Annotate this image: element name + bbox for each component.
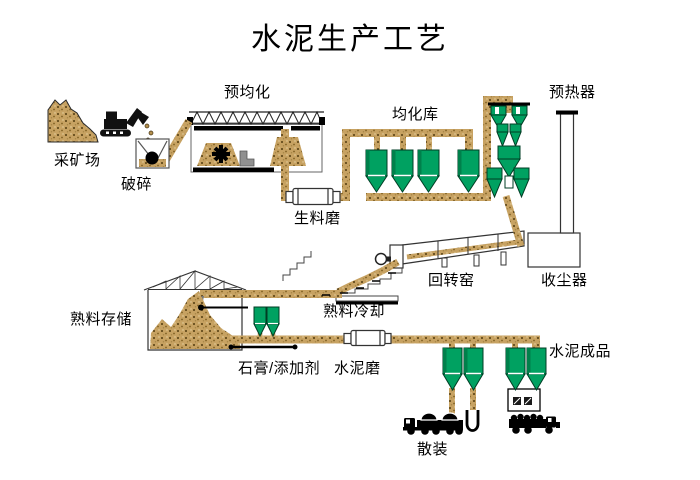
quarry-mound: [47, 99, 99, 143]
gypsum-additive-hoppers: [253, 306, 280, 338]
page-title: 水泥生产工艺: [251, 23, 449, 56]
reclaimer-chute: [239, 150, 255, 167]
homogenization-silos: [365, 149, 480, 193]
clinker-piles: [150, 291, 240, 349]
label-rotary-kiln: 回转窑: [428, 272, 475, 289]
label-raw-mill: 生料磨: [294, 210, 341, 227]
roof-truss: [190, 110, 323, 126]
rotary-kiln-details: [374, 234, 507, 268]
dust-collector-structure: [527, 110, 581, 268]
crusher-unit: [135, 138, 170, 169]
cement-product-silos: [442, 347, 547, 391]
bag-truck-icon: [509, 413, 560, 434]
flow-preheater-to-kiln: [502, 194, 525, 248]
label-gypsum-additives: 石膏/添加剂: [238, 360, 321, 377]
reclaimer-star: [212, 145, 230, 163]
label-clinker-cooling: 熟料冷却: [323, 303, 386, 320]
stacker-rail-left: [194, 126, 283, 131]
cooler-pad: [335, 295, 399, 302]
flow-shed-mill-to-silos: [281, 129, 473, 201]
label-preheater: 预热器: [549, 84, 596, 101]
label-cement-product: 水泥成品: [549, 343, 612, 360]
flow-cementmill-to-silos: [384, 335, 540, 350]
cooler-step-ticks: [322, 272, 396, 296]
access-stairs-outline: [282, 251, 312, 281]
reclaimer-rail: [193, 167, 274, 172]
chimney-cap: [556, 110, 578, 115]
roof-truss-webs: [152, 269, 239, 291]
chimney: [559, 113, 575, 234]
label-prehomogenization: 预均化: [224, 84, 271, 101]
stock-pile-2: [270, 137, 306, 166]
cement-mill-machine: [343, 329, 392, 347]
prehomogenization-interior: [193, 137, 306, 172]
raw-mill-machine: [285, 187, 341, 206]
flow-cooler-cascade: [336, 258, 400, 296]
crusher-ball: [145, 151, 159, 165]
bulk-tanker-truck-icon: [403, 412, 463, 435]
label-bulk-loading: 散装: [417, 441, 449, 458]
clinker-storage-interior: [150, 291, 298, 350]
dust-collector-building: [527, 232, 581, 268]
loading-spout-icon: [465, 410, 480, 432]
bagging-machine-bags: [513, 397, 532, 405]
label-clinker-storage: 熟料存储: [70, 311, 133, 328]
stacker-rail-right: [291, 126, 320, 131]
label-crushing: 破碎: [121, 176, 153, 193]
label-dust-collector: 收尘器: [541, 272, 588, 289]
label-cement-mill: 水泥磨: [334, 360, 381, 377]
label-quarry: 采矿场: [54, 152, 101, 169]
label-homogenization-silo: 均化库: [392, 106, 439, 123]
flow-inside-kiln: [406, 239, 520, 260]
kiln-burner: [374, 252, 388, 266]
preheater-cyclone-tower: [486, 102, 530, 199]
